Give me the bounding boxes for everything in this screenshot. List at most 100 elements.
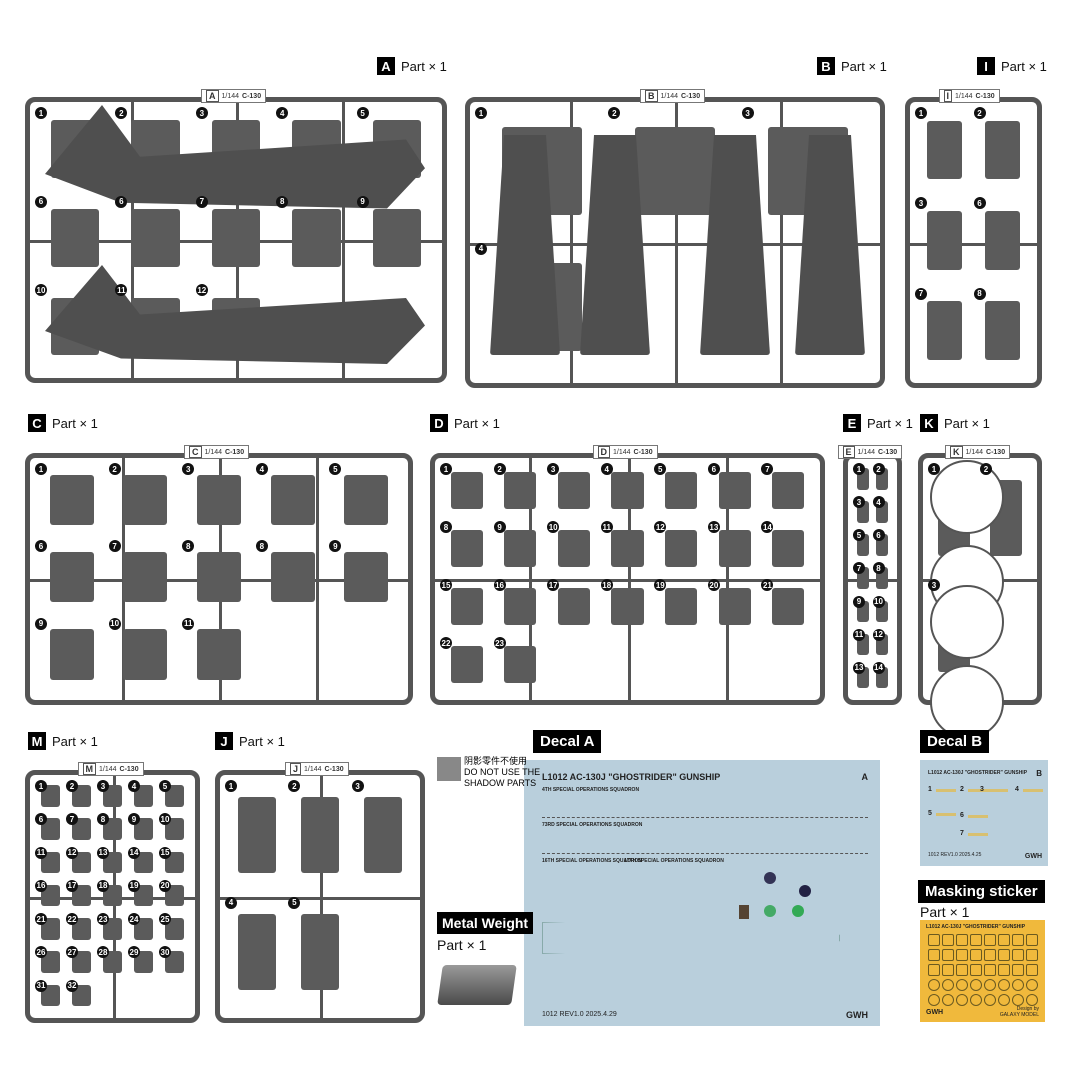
sprue-m-part (72, 984, 91, 1007)
sprue-e-letter: E (843, 414, 861, 432)
masking-shape (928, 979, 940, 991)
sprue-m-part (165, 818, 184, 840)
decal-a-insignia (799, 885, 811, 897)
sprue-b-part (635, 127, 715, 216)
sprue-rail (570, 102, 573, 383)
masking-shape (998, 979, 1010, 991)
tag-scale: 1/144 (965, 448, 984, 456)
part-number: 6 (973, 197, 986, 210)
part-number: 3 (547, 463, 560, 475)
sprue-d-part (665, 587, 698, 626)
sprue-e-part (876, 534, 889, 556)
sprue-m-part (134, 818, 153, 840)
part-number: 5 (288, 896, 301, 909)
masking-shape (928, 949, 940, 961)
sprue-d-part (611, 529, 644, 568)
part-number: 5 (654, 463, 667, 475)
sprue-i-part (926, 301, 962, 360)
masking-shape (970, 994, 982, 1006)
decal-a-insignia (764, 872, 776, 884)
tag-model: C-130 (681, 92, 701, 100)
tag-scale: 1/144 (99, 765, 117, 773)
sprue-j-part (364, 797, 403, 874)
sprue-m-part (41, 818, 60, 840)
sprue-d-count: Part × 1 (454, 415, 500, 431)
part-number: 1 (915, 107, 927, 119)
part-number: 23 (97, 913, 109, 926)
sprue-b-count: Part × 1 (841, 58, 887, 74)
decal-b-title: Decal B (920, 730, 990, 753)
sprue-m-part (134, 851, 153, 874)
masking-shape (1012, 949, 1024, 961)
sprue-d-label: D Part × 1 (430, 414, 500, 432)
tag-letter: E (842, 446, 855, 458)
part-number: 3 (182, 463, 195, 475)
decal-b-item-number: 1 (928, 786, 932, 793)
masking-brand: GWH (926, 1009, 944, 1016)
masking-sticker-sheet: L1012 AC-130J "GHOSTRIDER" GUNSHIP GWH D… (920, 920, 1045, 1022)
sprue-e-part (856, 567, 869, 589)
sprue-rail (726, 458, 730, 700)
decal-b-stripe (968, 789, 988, 792)
masking-shape (956, 979, 968, 991)
decal-a-footer: 1012 REV1.0 2025.4.29 (542, 1011, 617, 1018)
part-number: 9 (128, 813, 140, 826)
sprue-a-part (292, 208, 341, 267)
part-number: 2 (980, 463, 992, 475)
part-number: 17 (66, 879, 78, 892)
part-number: 18 (600, 579, 613, 591)
sprue-e-part (856, 633, 869, 656)
sprue-rail (848, 579, 897, 582)
part-number: 5 (356, 107, 369, 119)
sprue-d-part (665, 471, 698, 510)
masking-sticker-title: Masking sticker (918, 880, 1045, 903)
part-number: 11 (182, 617, 195, 630)
part-number: 16 (493, 579, 506, 591)
sprue-d-part (611, 587, 644, 626)
sprue-d-part (504, 529, 537, 568)
decal-b-item-number: 4 (1015, 786, 1019, 793)
part-number: 3 (195, 107, 208, 119)
part-number: 4 (255, 463, 268, 475)
decal-b-stripe (968, 815, 988, 818)
sprue-b-letter: B (817, 57, 835, 75)
masking-shape (942, 934, 954, 946)
masking-shape (942, 979, 954, 991)
sprue-m-part (41, 884, 60, 907)
part-number: 4 (872, 496, 885, 509)
part-number: 13 (97, 846, 109, 859)
sprue-d-part (772, 587, 805, 626)
part-number: 15 (440, 579, 452, 591)
sprue-i-part (926, 210, 962, 270)
sprue-e-part (876, 501, 889, 523)
masking-shape (1026, 949, 1038, 961)
sprue-i-part (926, 120, 962, 180)
masking-shape (942, 949, 954, 961)
part-number: 6 (35, 813, 47, 826)
part-number: 11 (853, 628, 865, 641)
decal-b-item-number: 6 (960, 812, 964, 819)
part-number: 9 (356, 195, 369, 208)
shadow-note-en2: SHADOW PARTS (464, 778, 537, 788)
part-number: 13 (853, 661, 865, 674)
sprue-m-part (103, 818, 122, 840)
decal-b-heading: L1012 AC-130J "GHOSTRIDER" GUNSHIP (928, 770, 1028, 776)
sprue-m-part (41, 918, 60, 940)
part-number: 16 (35, 879, 47, 892)
part-number: 3 (97, 780, 109, 792)
part-number: 22 (440, 637, 452, 649)
sprue-d-part (450, 645, 483, 684)
decal-b-item-number: 5 (928, 810, 932, 817)
part-number: 17 (547, 579, 560, 591)
masking-shape (956, 949, 968, 961)
sprue-d-part (450, 529, 483, 568)
part-number: 8 (973, 287, 986, 300)
decal-a-stripe (542, 922, 840, 954)
sprue-d-letter: D (430, 414, 448, 432)
